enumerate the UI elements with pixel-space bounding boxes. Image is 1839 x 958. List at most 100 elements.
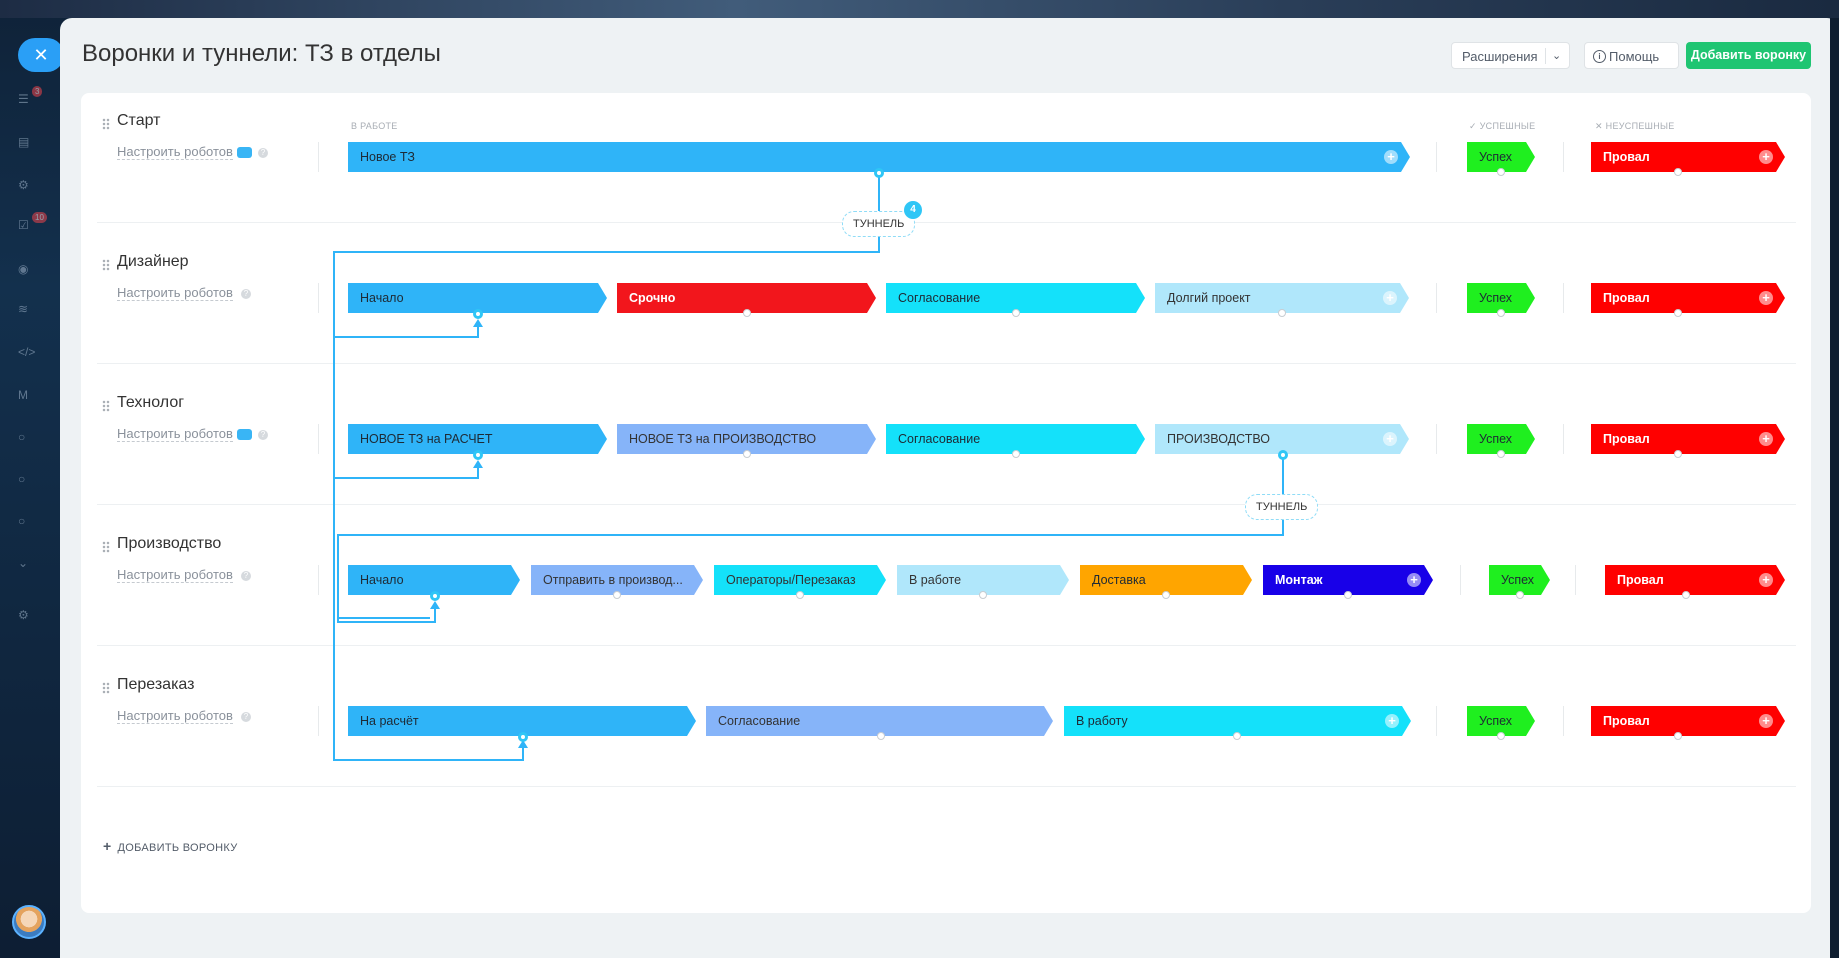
configure-robots-link[interactable]: Настроить роботов	[117, 285, 233, 301]
stage[interactable]: Начало	[348, 283, 607, 313]
help-icon[interactable]: ?	[258, 430, 268, 440]
nav-item[interactable]: 10☑	[18, 212, 47, 240]
stage-connector-dot[interactable]	[473, 309, 483, 319]
stage[interactable]: Долгий проект+	[1155, 283, 1409, 313]
stage[interactable]: НОВОЕ ТЗ на ПРОИЗВОДСТВО	[617, 424, 876, 454]
drag-handle-icon[interactable]	[102, 400, 110, 412]
stage[interactable]: Начало	[348, 565, 520, 595]
stage[interactable]: Монтаж+	[1263, 565, 1433, 595]
stage-connector-dot[interactable]	[1516, 591, 1524, 599]
stage-connector-dot[interactable]	[1012, 309, 1020, 317]
add-stage-icon[interactable]: +	[1759, 432, 1773, 446]
add-stage-icon[interactable]: +	[1759, 714, 1773, 728]
help-icon[interactable]: ?	[241, 712, 251, 722]
add-stage-icon[interactable]: +	[1383, 432, 1397, 446]
stage-connector-dot[interactable]	[1278, 450, 1288, 460]
success-stage[interactable]: Успех	[1467, 424, 1535, 454]
success-stage[interactable]: Успех	[1467, 706, 1535, 736]
add-stage-icon[interactable]: +	[1383, 291, 1397, 305]
stage-connector-dot[interactable]	[1682, 591, 1690, 599]
stage-connector-dot[interactable]	[1012, 450, 1020, 458]
help-icon[interactable]: ?	[258, 148, 268, 158]
stage-connector-dot[interactable]	[743, 309, 751, 317]
nav-item[interactable]: ◉	[18, 262, 29, 276]
nav-item[interactable]: ⌄	[18, 556, 29, 570]
close-slider-button[interactable]: ✕	[18, 38, 64, 72]
stage-connector-dot[interactable]	[1674, 309, 1682, 317]
stage-connector-dot[interactable]	[1233, 732, 1241, 740]
stage-connector-dot[interactable]	[1497, 168, 1505, 176]
success-stage[interactable]: Успех	[1467, 142, 1535, 172]
stage-connector-dot[interactable]	[1497, 732, 1505, 740]
stage-connector-dot[interactable]	[1278, 309, 1286, 317]
configure-robots-link[interactable]: Настроить роботов	[117, 708, 233, 724]
stage-connector-dot[interactable]	[1674, 450, 1682, 458]
nav-item[interactable]: ≋	[18, 302, 29, 316]
stage-connector-dot[interactable]	[796, 591, 804, 599]
help-button[interactable]: i Помощь	[1584, 42, 1679, 69]
drag-handle-icon[interactable]	[102, 118, 110, 130]
drag-handle-icon[interactable]	[102, 259, 110, 271]
stage[interactable]: Операторы/Перезаказ	[714, 565, 886, 595]
help-icon[interactable]: ?	[241, 571, 251, 581]
add-stage-icon[interactable]: +	[1384, 150, 1398, 164]
stage[interactable]: В работу+	[1064, 706, 1411, 736]
add-funnel-button[interactable]: Добавить воронку	[1686, 42, 1811, 69]
add-stage-icon[interactable]: +	[1759, 291, 1773, 305]
stage-connector-dot[interactable]	[1162, 591, 1170, 599]
stage-connector-dot[interactable]	[430, 591, 440, 601]
nav-item[interactable]: ⚙	[18, 608, 29, 622]
success-stage[interactable]: Успех	[1489, 565, 1550, 595]
add-funnel-link[interactable]: +ДОБАВИТЬ ВОРОНКУ	[103, 838, 237, 854]
configure-robots-link[interactable]: Настроить роботов	[117, 144, 233, 160]
add-stage-icon[interactable]: +	[1407, 573, 1421, 587]
nav-item[interactable]: ▤	[18, 135, 30, 149]
fail-stage[interactable]: Провал+	[1591, 283, 1785, 313]
stage-connector-dot[interactable]	[613, 591, 621, 599]
stage-connector-dot[interactable]	[874, 168, 884, 178]
fail-stage[interactable]: Провал+	[1591, 424, 1785, 454]
fail-stage[interactable]: Провал+	[1605, 565, 1785, 595]
extensions-button[interactable]: Расширения ⌄	[1451, 42, 1570, 69]
stage[interactable]: ПРОИЗВОДСТВО+	[1155, 424, 1409, 454]
add-stage-icon[interactable]: +	[1385, 714, 1399, 728]
stage-connector-dot[interactable]	[1674, 168, 1682, 176]
nav-item[interactable]: ○	[18, 430, 26, 444]
stage-connector-dot[interactable]	[1497, 450, 1505, 458]
nav-item[interactable]: 3☰	[18, 86, 44, 114]
success-stage[interactable]: Успех	[1467, 283, 1535, 313]
tunnel-badge[interactable]: ТУННЕЛЬ	[1245, 494, 1319, 520]
add-stage-icon[interactable]: +	[1759, 150, 1773, 164]
stage[interactable]: Согласование	[886, 424, 1145, 454]
nav-item[interactable]: ○	[18, 472, 26, 486]
stage-connector-dot[interactable]	[877, 732, 885, 740]
stage[interactable]: Доставка	[1080, 565, 1252, 595]
stage-connector-dot[interactable]	[473, 450, 483, 460]
stage-connector-dot[interactable]	[1674, 732, 1682, 740]
stage-connector-dot[interactable]	[743, 450, 751, 458]
stage[interactable]: Новое ТЗ+	[348, 142, 1410, 172]
stage[interactable]: В работе	[897, 565, 1069, 595]
configure-robots-link[interactable]: Настроить роботов	[117, 567, 233, 583]
drag-handle-icon[interactable]	[102, 541, 110, 553]
nav-item[interactable]: ○	[18, 514, 26, 528]
add-stage-icon[interactable]: +	[1759, 573, 1773, 587]
stage-connector-dot[interactable]	[1344, 591, 1352, 599]
stage[interactable]: НОВОЕ ТЗ на РАСЧЕТ	[348, 424, 607, 454]
avatar[interactable]	[12, 905, 46, 939]
stage[interactable]: Согласование	[886, 283, 1145, 313]
fail-stage[interactable]: Провал+	[1591, 706, 1785, 736]
tunnel-badge[interactable]: ТУННЕЛЬ	[842, 211, 916, 237]
stage[interactable]: Отправить в производ...	[531, 565, 703, 595]
stage[interactable]: Срочно	[617, 283, 876, 313]
drag-handle-icon[interactable]	[102, 682, 110, 694]
stage[interactable]: Согласование	[706, 706, 1053, 736]
stage-connector-dot[interactable]	[518, 732, 528, 742]
fail-stage[interactable]: Провал+	[1591, 142, 1785, 172]
nav-item[interactable]: ⚙	[18, 178, 29, 192]
nav-item[interactable]: M	[18, 388, 28, 402]
help-icon[interactable]: ?	[241, 289, 251, 299]
nav-item[interactable]: </>	[18, 345, 36, 359]
stage-connector-dot[interactable]	[1497, 309, 1505, 317]
stage[interactable]: На расчёт	[348, 706, 696, 736]
